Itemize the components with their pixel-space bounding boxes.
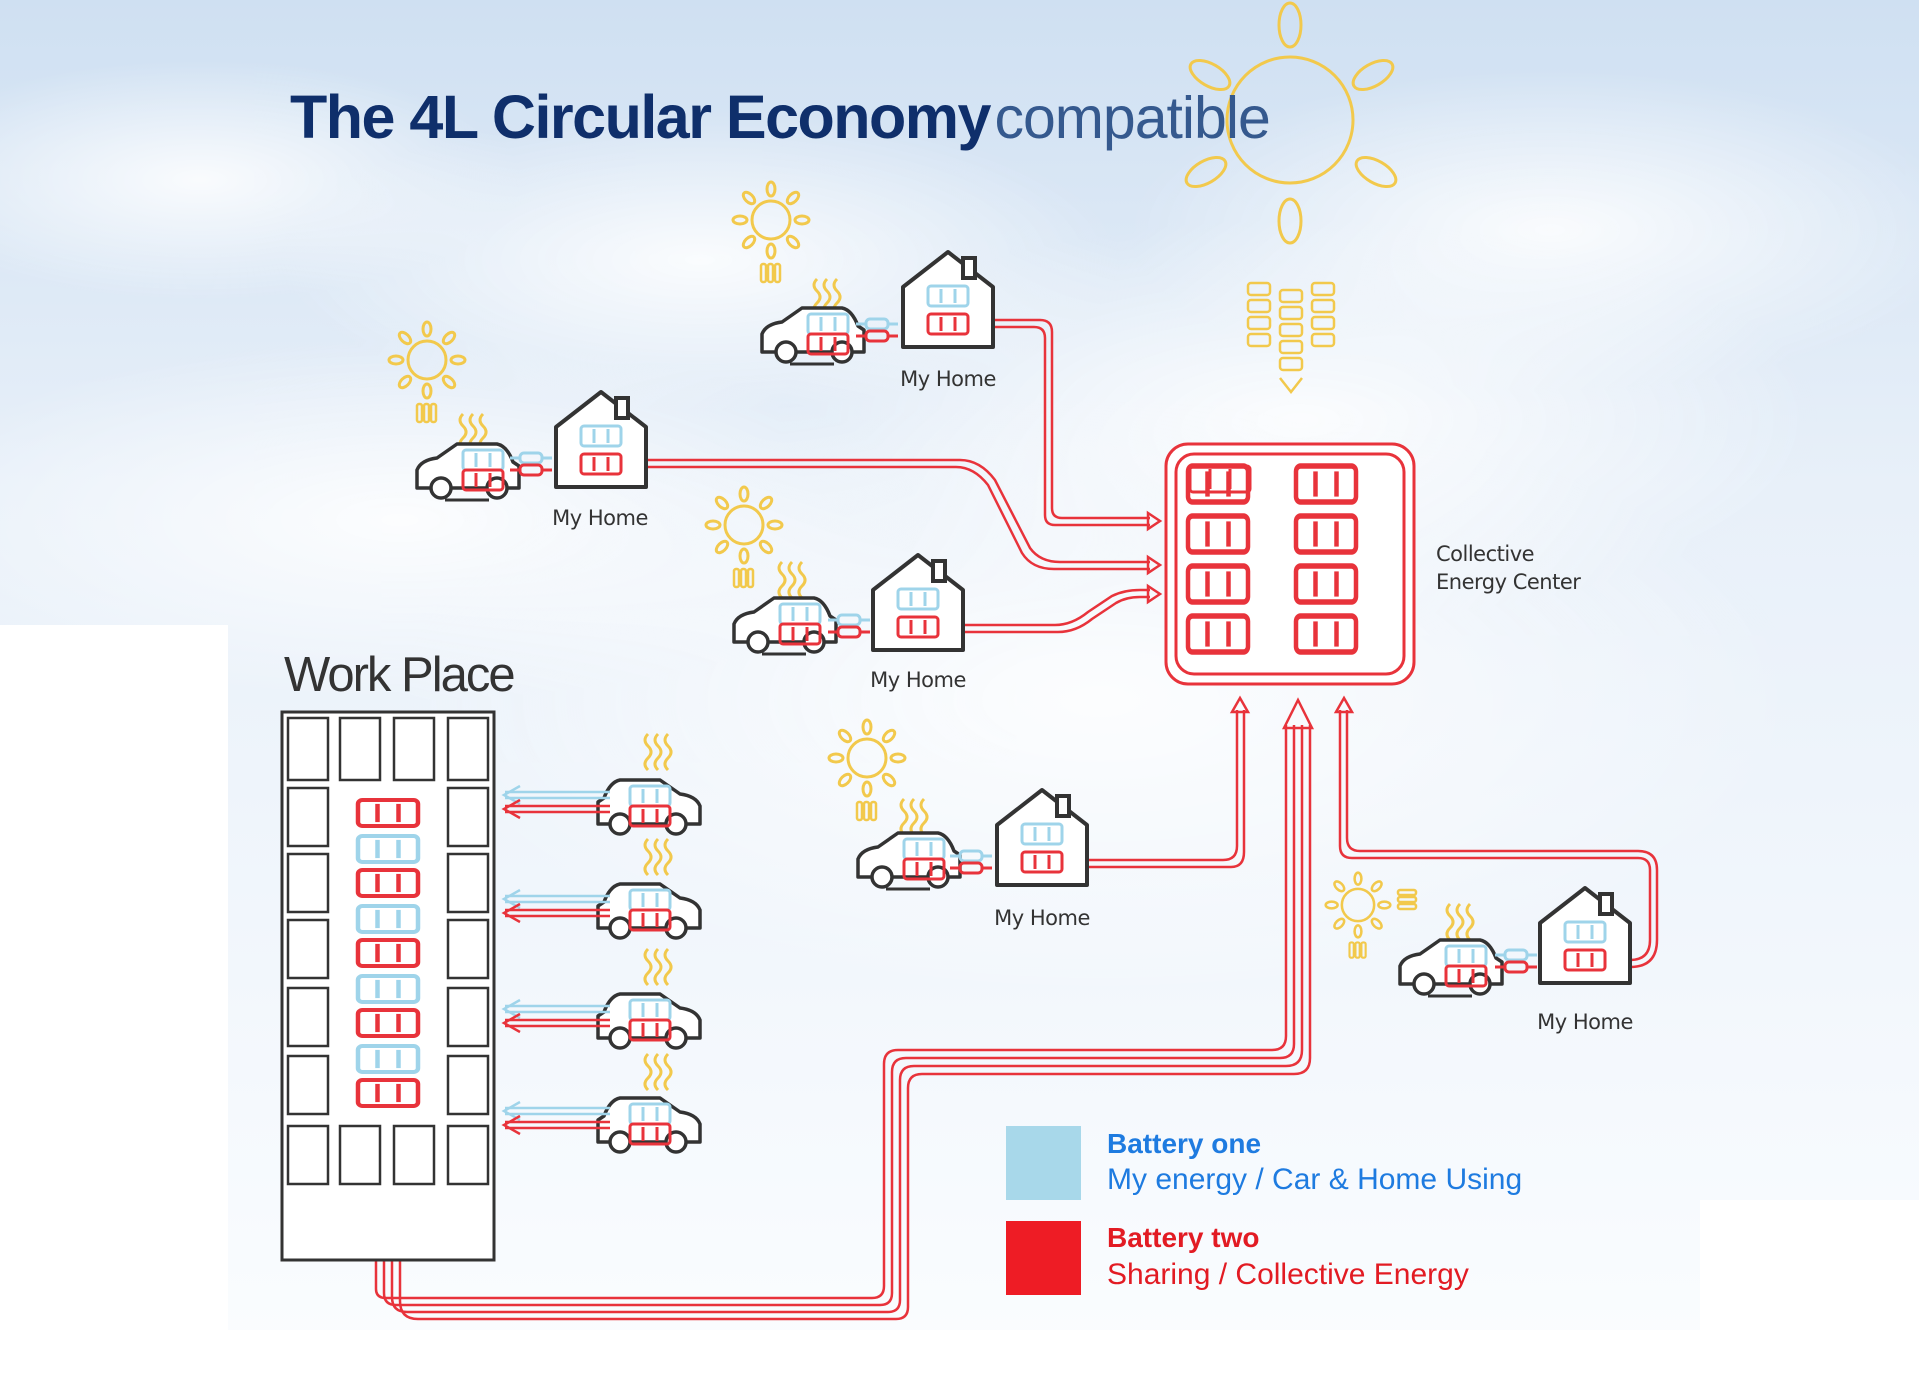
legend-desc-battery-two: Sharing / Collective Energy (1107, 1258, 1469, 1291)
workplace-car-4 (501, 1052, 700, 1152)
legend-title-battery-one: Battery one (1107, 1128, 1262, 1159)
legend-desc-battery-one: My energy / Car & Home Using (1107, 1163, 1523, 1196)
title-bold: The 4L Circular Economy (290, 83, 991, 151)
home-label-3: My Home (870, 668, 966, 692)
white-panel-bottom (228, 1330, 1919, 1391)
collective-energy-center-label: Collective Energy Center (1436, 540, 1581, 596)
big-sun-icon (1184, 1, 1398, 395)
white-panel-right (1700, 1200, 1919, 1391)
arrow-heads (1146, 510, 1355, 730)
energy-lines (374, 318, 1659, 1321)
collective-energy-center (1164, 442, 1416, 686)
workplace-car-1 (501, 732, 700, 834)
cec-line-2: Energy Center (1436, 570, 1581, 594)
home-group-5 (1324, 871, 1630, 996)
workplace-cars (501, 732, 700, 1152)
home-label-5: My Home (1537, 1010, 1633, 1034)
workplace-car-3 (501, 947, 700, 1048)
workplace-building (280, 710, 496, 1262)
page-title: The 4L Circular Economy compatible (290, 82, 1271, 152)
title-light: compatible (994, 85, 1270, 151)
workplace-car-2 (501, 837, 700, 938)
white-panel-left (0, 625, 228, 1391)
legend-swatch-battery-one (1006, 1126, 1081, 1200)
home-label-2: My Home (552, 506, 648, 530)
home-label-1: My Home (900, 367, 996, 391)
legend-title-battery-two: Battery two (1107, 1222, 1260, 1253)
legend-swatch-battery-two (1006, 1221, 1081, 1295)
cec-line-1: Collective (1436, 542, 1535, 566)
workplace-label: Work Place (284, 648, 516, 702)
sun-rays-icon (1396, 888, 1418, 911)
home-label-4: My Home (994, 906, 1090, 930)
